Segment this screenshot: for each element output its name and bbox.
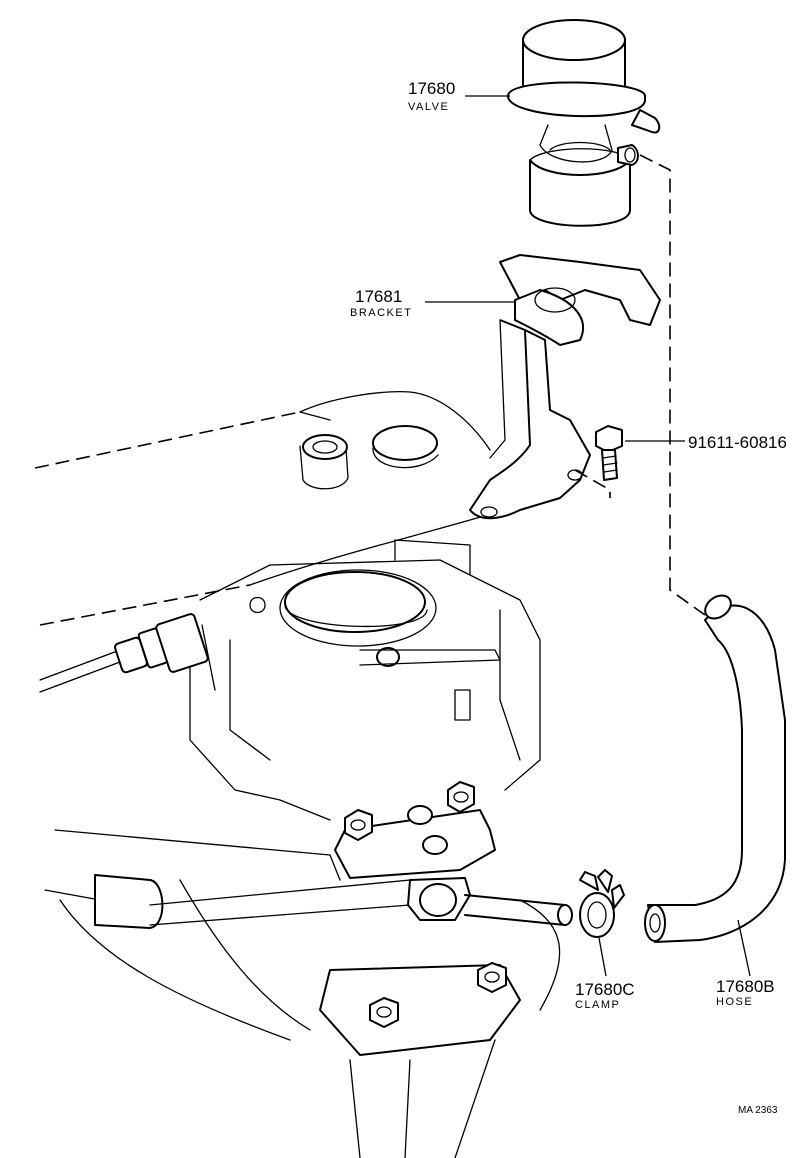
clamp-leader-line [598,937,607,977]
hose-part-name: HOSE [716,996,753,1008]
clamp-part [579,869,625,938]
nut-group [344,781,507,1028]
hose-leader-line [737,919,751,977]
clamp-part-name: CLAMP [575,999,620,1011]
valve-to-hose-path [639,154,706,616]
valve-part [507,19,661,227]
hose-part [644,594,786,943]
valve-part-number: 17680 [408,79,455,98]
hose-part-number: 17680B [716,977,775,996]
valve-part-name: VALVE [408,101,449,113]
bolt-part-number: 91611-60816 [688,433,787,452]
figure-reference: MA 2363 [738,1105,778,1116]
clamp-part-number: 17680C [575,980,635,999]
bolt-part [574,425,623,498]
engine-assembly [34,391,573,1158]
bracket-part [469,254,661,520]
bracket-part-number: 17681 [355,287,402,306]
bracket-part-name: BRACKET [350,307,412,319]
